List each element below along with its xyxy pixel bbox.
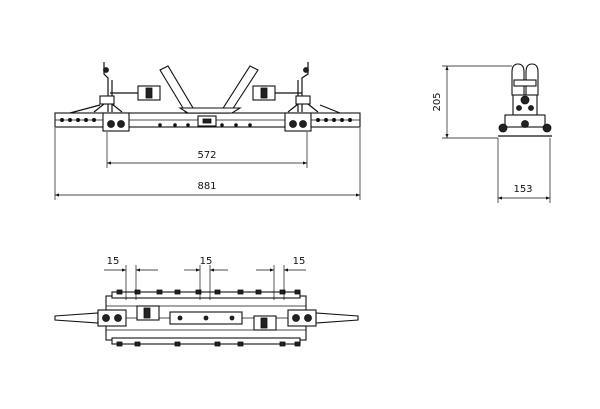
dimension-label-205: 205: [432, 92, 443, 111]
dimension-205: 205: [432, 65, 512, 139]
dimension-572: 572: [106, 132, 308, 168]
v-arms: [159, 65, 259, 114]
right-clamp: [284, 112, 312, 132]
side-view: [498, 63, 552, 137]
dimension-label-15-right: 15: [293, 256, 306, 267]
dimension-881: 881: [54, 128, 361, 200]
dimension-153: 153: [497, 138, 551, 203]
right-actuator: [252, 62, 341, 114]
dimension-label-881: 881: [197, 181, 216, 192]
dimension-15-left: 15: [104, 256, 158, 300]
dimension-label-15-center: 15: [200, 256, 213, 267]
dimension-15-center: 15: [184, 256, 228, 300]
front-view: [54, 62, 361, 132]
left-actuator: [93, 62, 161, 113]
dimension-15-right: 15: [256, 256, 306, 300]
top-view: [54, 289, 359, 347]
left-clamp: [102, 112, 130, 132]
beam-holes: [60, 118, 352, 127]
dimension-label-153: 153: [513, 184, 532, 195]
top-bolts: [116, 289, 301, 347]
dimension-label-572: 572: [197, 150, 216, 161]
dimension-label-15-left: 15: [107, 256, 120, 267]
